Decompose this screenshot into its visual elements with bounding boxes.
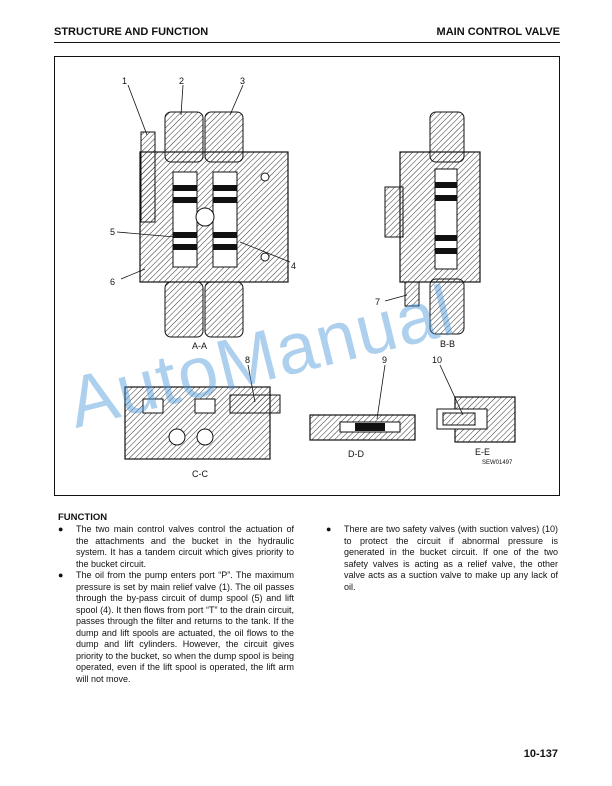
paragraph: The two main control valves control the … — [76, 524, 294, 569]
view-label-aa: A-A — [192, 341, 207, 351]
callout-8: 8 — [245, 355, 250, 365]
callout-3: 3 — [240, 76, 245, 86]
bullet-icon: ● — [58, 524, 64, 534]
view-label-cc: C-C — [192, 469, 208, 479]
left-column: ● The two main control valves control th… — [58, 524, 294, 685]
callout-7: 7 — [375, 297, 380, 307]
view-aa-drawing — [139, 111, 289, 338]
view-cc-drawing — [124, 386, 281, 460]
view-dd-drawing — [309, 414, 416, 441]
bullet-icon: ● — [326, 524, 332, 534]
page-header: STRUCTURE AND FUNCTION MAIN CONTROL VALV… — [54, 26, 560, 43]
right-column: ● There are two safety valves (with suct… — [326, 524, 558, 593]
callout-6: 6 — [110, 277, 115, 287]
callout-1: 1 — [122, 76, 127, 86]
callout-4: 4 — [291, 261, 296, 271]
valve-figure: 1 2 3 4 5 6 7 8 9 10 A-A B-B C-C D-D E-E… — [54, 56, 560, 496]
view-ee-drawing — [436, 396, 516, 443]
list-item: ● The oil from the pump enters port “P”.… — [58, 570, 294, 685]
valve-drawing: 1 2 3 4 5 6 7 8 9 10 A-A B-B C-C D-D E-E… — [110, 76, 516, 479]
callout-2: 2 — [179, 76, 184, 86]
bullet-icon: ● — [58, 570, 64, 580]
view-label-bb: B-B — [440, 339, 455, 349]
callout-10: 10 — [432, 355, 442, 365]
header-section-title: STRUCTURE AND FUNCTION — [54, 26, 209, 38]
view-label-ee: E-E — [475, 447, 490, 457]
list-item: ● The two main control valves control th… — [58, 524, 294, 570]
header-topic-title: MAIN CONTROL VALVE — [436, 26, 560, 38]
callout-9: 9 — [382, 355, 387, 365]
paragraph: The oil from the pump enters port “P”. T… — [76, 570, 294, 684]
figure-code: SEW01497 — [482, 460, 513, 466]
page-number: 10-137 — [523, 748, 558, 760]
paragraph: There are two safety valves (with suctio… — [344, 524, 558, 592]
list-item: ● There are two safety valves (with suct… — [326, 524, 558, 593]
view-label-dd: D-D — [348, 449, 364, 459]
view-bb-drawing — [384, 111, 481, 335]
callout-5: 5 — [110, 227, 115, 237]
section-heading: FUNCTION — [58, 512, 108, 523]
